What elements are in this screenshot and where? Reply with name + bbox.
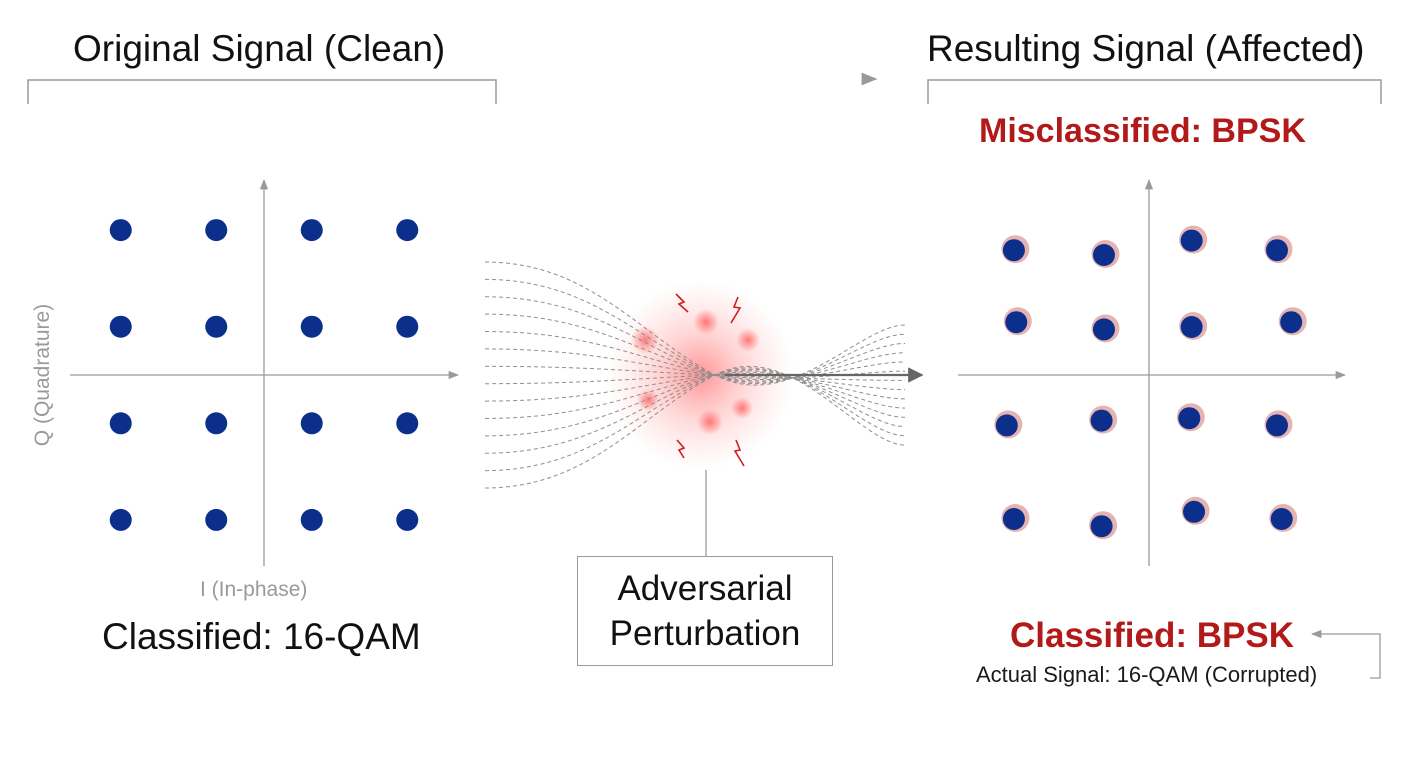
adversarial-perturbation-box: Adversarial Perturbation — [577, 556, 833, 666]
clean-point — [300, 508, 323, 531]
classified-original-label: Classified: 16-QAM — [102, 616, 421, 657]
clean-point — [205, 508, 228, 531]
clean-point — [396, 412, 419, 435]
i-axis-label: I (In-phase) — [200, 578, 308, 601]
corrupted-point — [1092, 244, 1115, 266]
clean-point — [109, 315, 132, 338]
right-axes — [958, 178, 1347, 566]
clean-point — [396, 508, 419, 531]
perturbation-line-2: Perturbation — [609, 614, 801, 653]
clean-point — [396, 219, 419, 242]
corrupted-point — [1092, 318, 1115, 341]
corrupted-point — [1002, 239, 1025, 262]
corrupted-point — [1265, 414, 1288, 437]
clean-point — [300, 219, 323, 242]
corrupted-point — [1270, 508, 1293, 530]
flow-line — [484, 365, 906, 381]
corrupted-point — [1280, 311, 1303, 334]
classified-result-label: Classified: BPSK — [1010, 616, 1294, 655]
resulting-signal-title: Resulting Signal (Affected) — [927, 28, 1365, 69]
clean-point — [205, 219, 228, 242]
clean-point — [300, 412, 323, 435]
corrupted-point — [995, 414, 1018, 437]
perturbation-line-1: Adversarial — [617, 568, 793, 608]
flow-line — [484, 366, 906, 489]
corrupted-point — [1002, 508, 1025, 530]
clean-point — [205, 315, 228, 338]
corrupted-point — [1183, 500, 1206, 523]
clean-point — [300, 315, 323, 338]
lightning-icons — [675, 293, 745, 467]
actual-signal-label: Actual Signal: 16-QAM (Corrupted) — [976, 662, 1318, 687]
left-axes — [70, 178, 460, 566]
corrupted-point — [1178, 407, 1201, 430]
clean-constellation — [109, 219, 419, 531]
clean-point — [205, 412, 228, 435]
misclassified-label: Misclassified: BPSK — [979, 112, 1306, 150]
corrupted-point — [1265, 239, 1288, 262]
flow-line — [484, 374, 906, 391]
corrupted-point — [1090, 409, 1113, 432]
clean-point — [109, 412, 132, 435]
clean-point — [396, 315, 419, 338]
corrupted-point — [1180, 229, 1203, 252]
perturbation-graphic — [484, 261, 924, 556]
left-bracket — [27, 79, 497, 104]
original-signal-title: Original Signal (Clean) — [73, 28, 446, 69]
flow-lines — [484, 261, 906, 489]
right-bracket — [927, 79, 1382, 104]
corrupted-point — [1090, 515, 1113, 538]
q-axis-label: Q (Quadrature) — [31, 303, 54, 447]
clean-point — [109, 219, 132, 242]
pointer-arrow — [1310, 629, 1381, 679]
corrupted-constellation — [994, 225, 1307, 540]
clean-point — [109, 508, 132, 531]
corrupted-point — [1005, 311, 1028, 334]
corrupted-point — [1180, 316, 1203, 338]
